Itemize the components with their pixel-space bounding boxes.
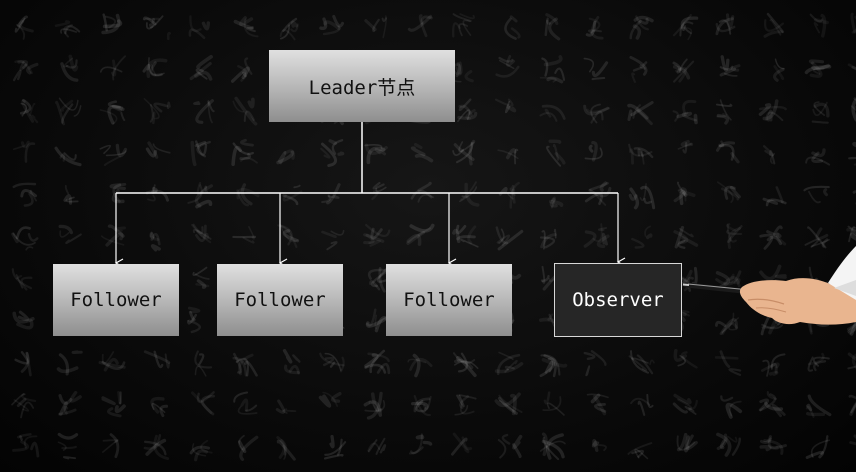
follower-label: Follower bbox=[403, 289, 495, 311]
follower-label: Follower bbox=[234, 289, 326, 311]
leader-label: Leader节点 bbox=[308, 76, 416, 99]
hand-icon bbox=[739, 246, 856, 325]
follower-label: Follower bbox=[70, 289, 162, 311]
observer-node: Observer bbox=[554, 263, 682, 337]
follower-node-2: Follower bbox=[217, 264, 343, 336]
follower-node-3: Follower bbox=[386, 264, 512, 336]
leader-node: Leader节点 bbox=[269, 50, 455, 122]
follower-node-1: Follower bbox=[53, 264, 179, 336]
observer-label: Observer bbox=[572, 289, 664, 311]
